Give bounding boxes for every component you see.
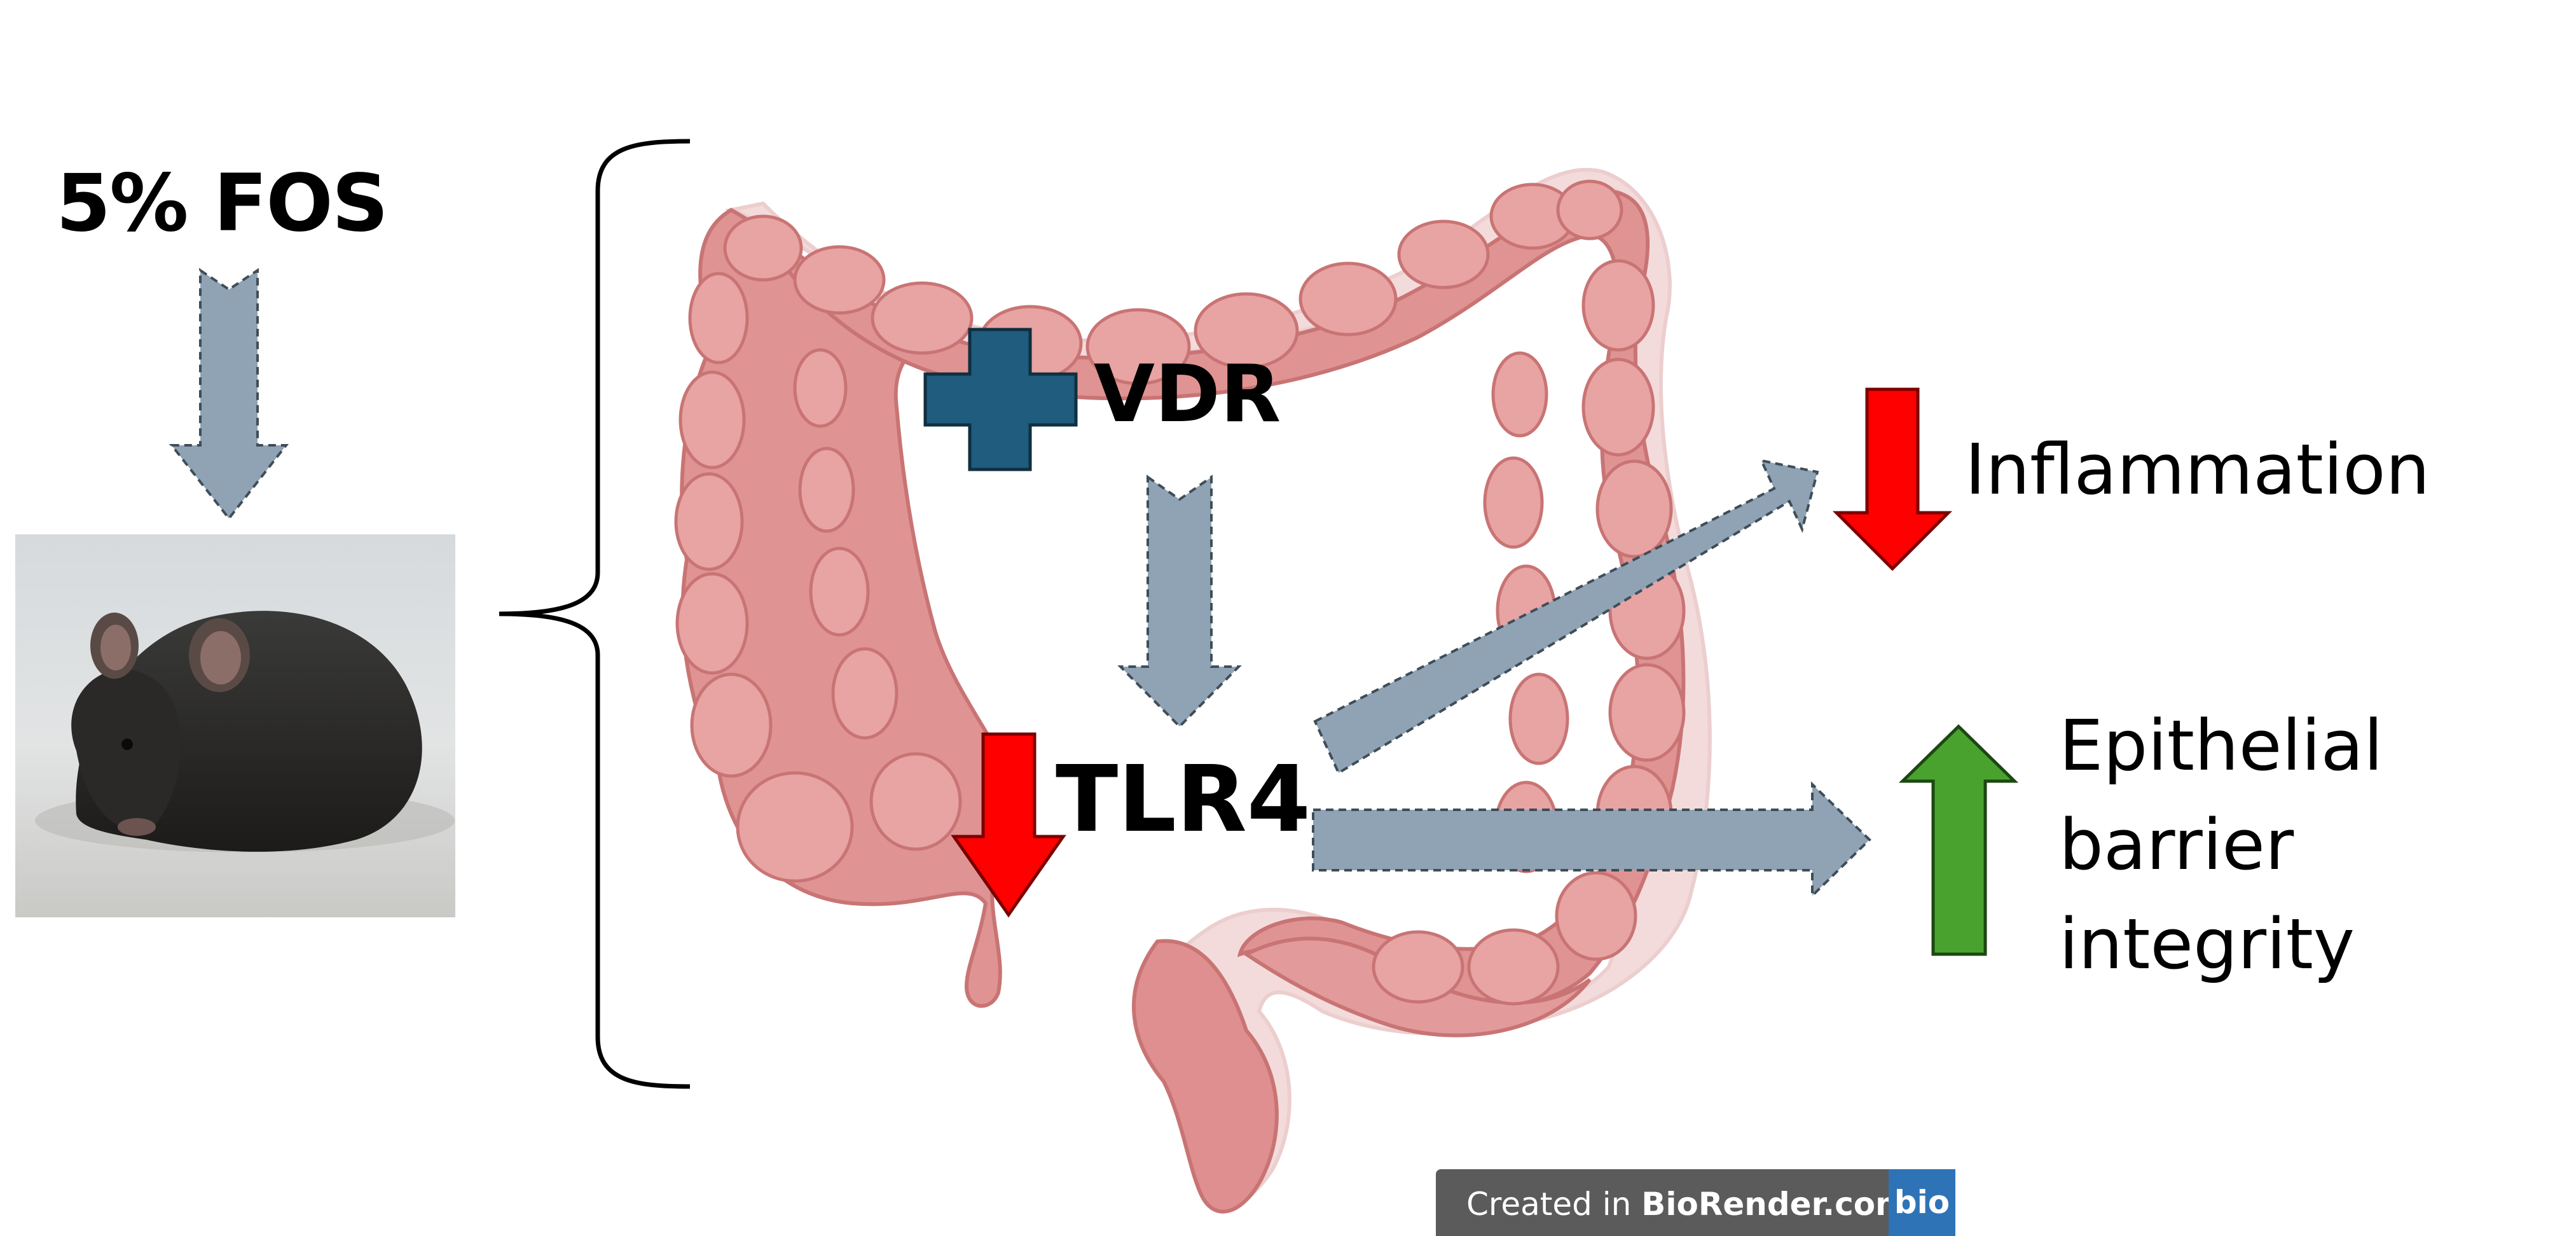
barrier-integrity-label: Epithelial barrier integrity [2059,696,2383,994]
plus-icon [923,328,1078,471]
vdr-label: VDR [1094,349,1281,440]
mouse-photo [15,534,455,917]
inflammation-label: Inflammation [1965,429,2430,510]
down-arrow-icon [951,732,1066,918]
biorender-credit-badge[interactable]: Created in BioRender.com bio [1436,1169,1955,1236]
tlr4-to-inflammation-arrow [1313,459,1819,775]
credit-prefix: Created in [1466,1186,1642,1223]
barrier-line-2: barrier [2059,804,2294,885]
grouping-brace [499,139,691,1089]
flow-arrow-icon [169,268,1871,899]
credit-brand: BioRender.com [1641,1186,1909,1223]
down-arrow-icon [1832,387,1953,571]
barrier-line-3: integrity [2059,903,2355,985]
vdr-to-tlr4-arrow [1117,475,1242,728]
tlr4-to-barrier-arrow [1312,781,1871,899]
biorender-logo: bio [1889,1169,1955,1236]
tlr4-label: TLR4 [1056,746,1311,852]
fos-to-mouse-arrow [169,268,289,521]
credit-text: Created in BioRender.com [1466,1186,1908,1223]
barrier-line-1: Epithelial [2059,705,2383,786]
treatment-label: 5% FOS [56,158,389,249]
up-arrow-icon [1898,724,2019,956]
